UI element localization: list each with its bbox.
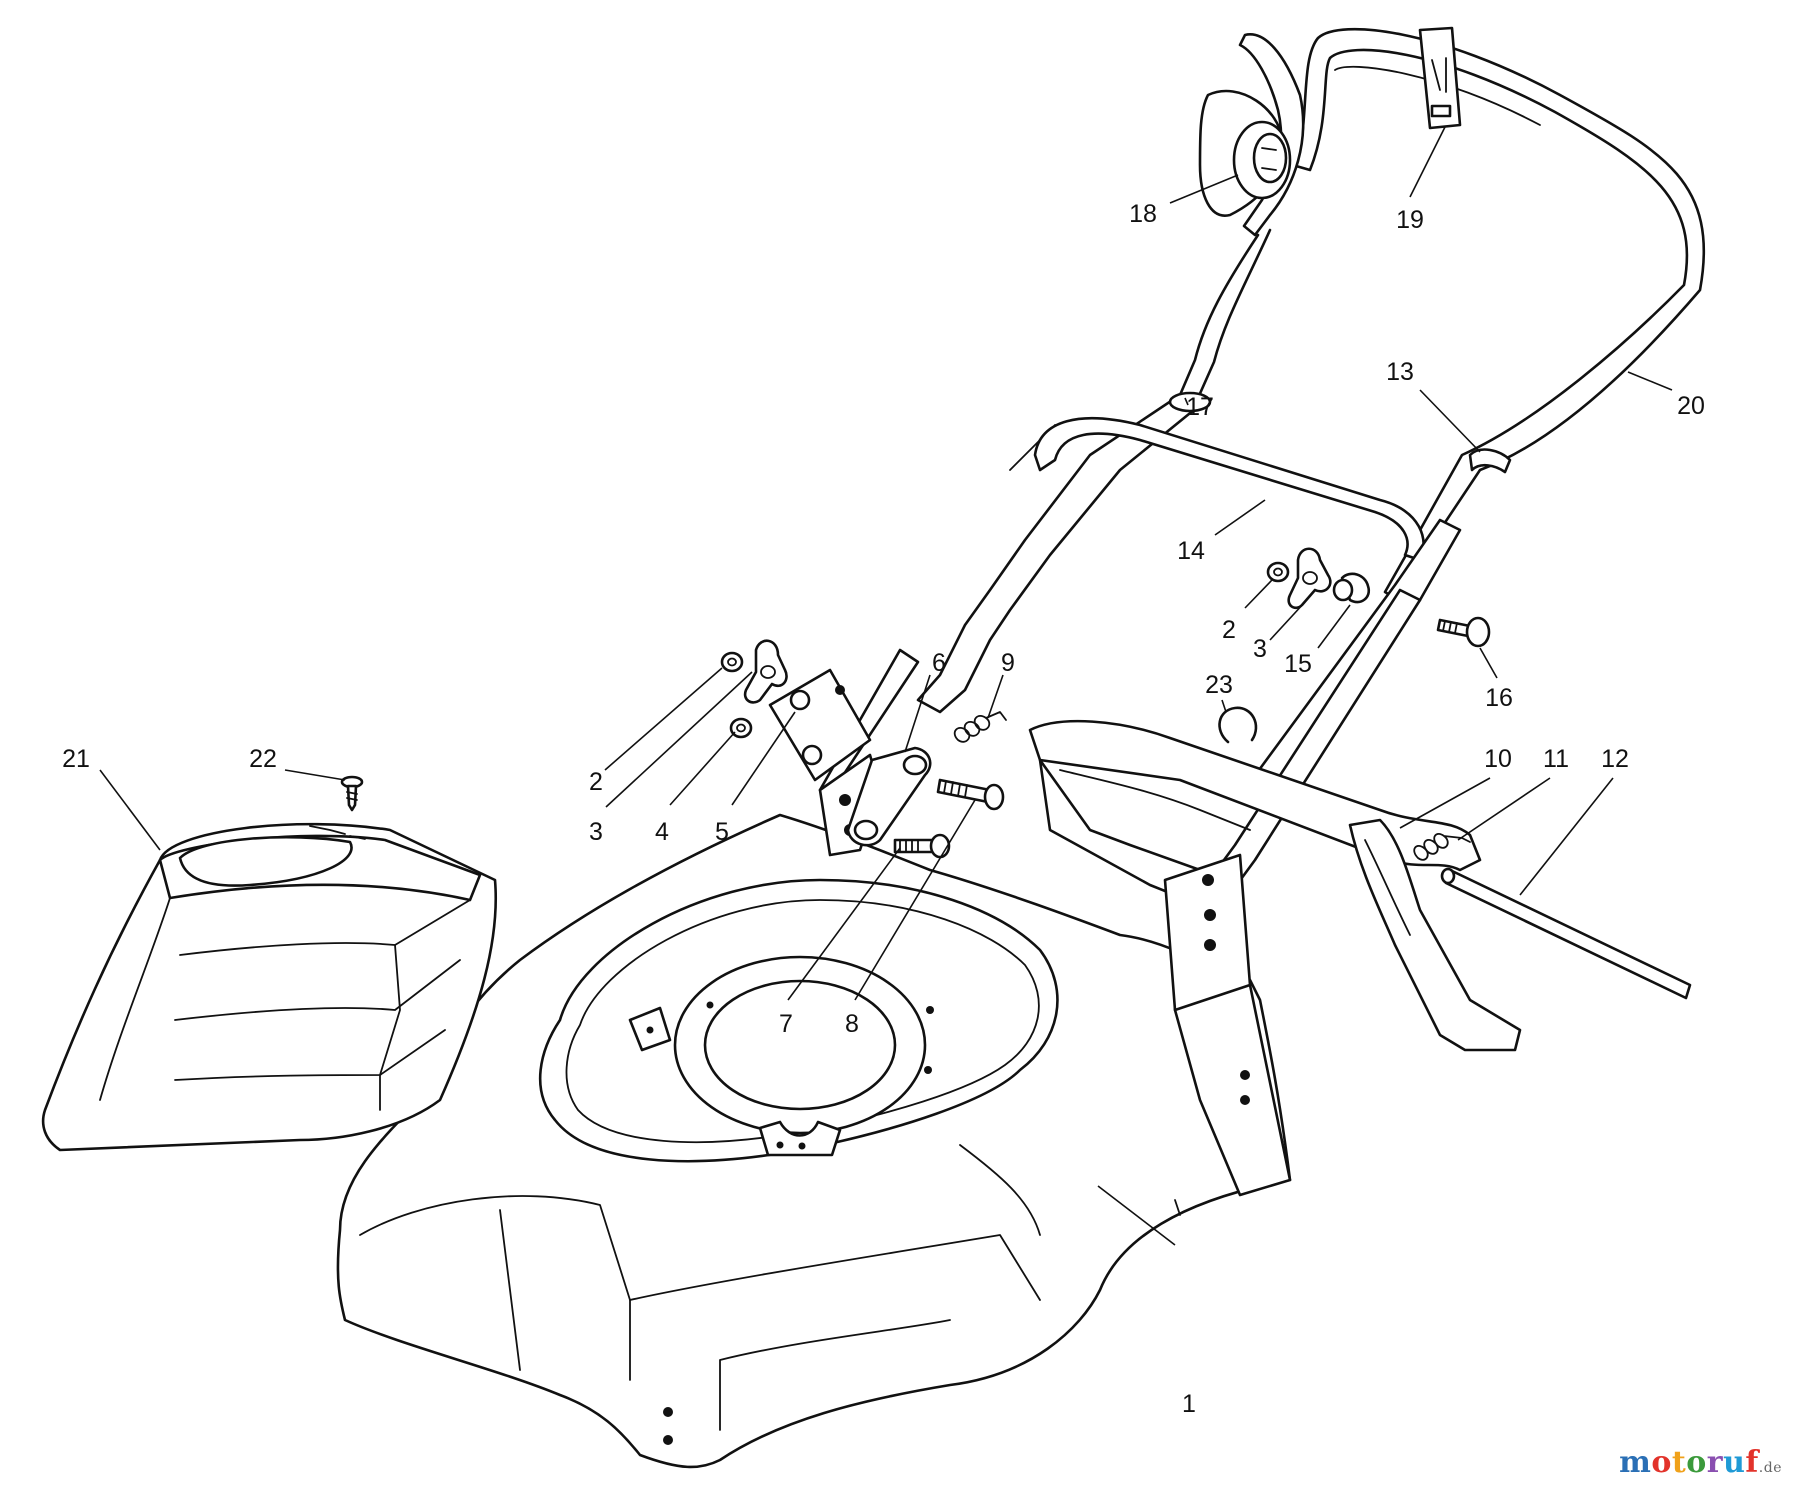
callout-4: 4 (655, 818, 669, 846)
height-lever (1348, 818, 1522, 1052)
callout-10: 10 (1484, 745, 1512, 773)
callout-9: 9 (1001, 649, 1015, 677)
circlip-23 (1218, 706, 1258, 744)
callout-12: 12 (1601, 745, 1629, 773)
switch-box (1198, 33, 1305, 237)
callout-18: 18 (1129, 200, 1157, 228)
screw-22 (340, 775, 364, 812)
nut-4-left (729, 717, 753, 739)
callout-2-left: 2 (589, 768, 603, 796)
bushing-15 (1332, 572, 1371, 604)
callout-22: 22 (249, 745, 277, 773)
callout-16: 16 (1485, 684, 1513, 712)
left-handle-tube (916, 391, 1212, 714)
callout-3-right: 3 (1253, 635, 1267, 663)
callout-8: 8 (845, 1010, 859, 1038)
bolt-16 (1436, 616, 1491, 648)
watermark-letter: m (1619, 1445, 1652, 1480)
watermark-letter: r (1706, 1445, 1724, 1480)
callout-15: 15 (1284, 650, 1312, 678)
axle-spring (1413, 833, 1471, 861)
callout-11: 11 (1543, 745, 1569, 773)
watermark-suffix: .de (1758, 1460, 1782, 1476)
watermark-letter: o (1686, 1445, 1707, 1480)
knob-3-left (743, 639, 788, 704)
nut-2-left (720, 651, 744, 673)
callout-23: 23 (1205, 671, 1233, 699)
callout-19: 19 (1396, 206, 1424, 234)
watermark-logo: motoruf.de (1619, 1445, 1782, 1480)
callout-6: 6 (932, 649, 946, 677)
watermark-letter: f (1745, 1445, 1759, 1480)
mower-deck (336, 813, 1292, 1469)
handle-clamp (1468, 448, 1512, 474)
watermark-letter: o (1651, 1445, 1672, 1480)
callout-13: 13 (1386, 358, 1414, 386)
axle-rod (1440, 867, 1692, 1000)
link-plate (768, 668, 872, 782)
power-cable (1178, 233, 1260, 397)
callout-17: 17 (1186, 393, 1214, 421)
callout-5: 5 (715, 818, 729, 846)
watermark-letter: u (1723, 1445, 1746, 1480)
leader-lines (99, 126, 1673, 1246)
bolt-7 (893, 833, 951, 859)
upper-handle-bar (1294, 27, 1706, 602)
callout-numbers: 1 2 3 4 5 6 7 8 9 10 11 12 13 14 2 3 15 … (62, 200, 1705, 1418)
callout-2-right: 2 (1222, 616, 1236, 644)
callout-7: 7 (779, 1010, 793, 1038)
callout-1: 1 (1182, 1390, 1196, 1418)
grass-catcher-lid (41, 822, 498, 1152)
cable-clip (1418, 26, 1462, 130)
watermark-letter: t (1671, 1445, 1687, 1480)
power-cable-2 (1196, 228, 1272, 400)
bolt-8 (936, 778, 1005, 811)
callout-3-left: 3 (589, 818, 603, 846)
spring-9 (953, 711, 1007, 743)
callout-14: 14 (1177, 537, 1205, 565)
callout-20: 20 (1677, 392, 1705, 420)
knob-3-right (1287, 547, 1332, 610)
link-arm (846, 746, 932, 847)
callout-21: 21 (62, 745, 90, 773)
nut-2-right (1266, 561, 1290, 583)
